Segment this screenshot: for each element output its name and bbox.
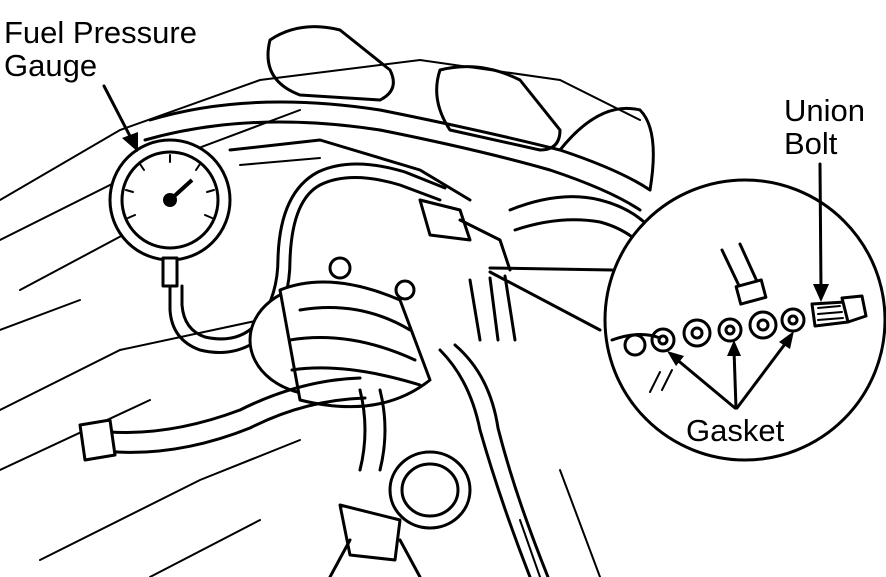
- lower-hoses: [78, 343, 550, 577]
- detail-inset: [488, 178, 886, 462]
- gauge-label-line-2: Gauge: [4, 48, 98, 83]
- gasket-arrows: [667, 331, 794, 410]
- fuel-pressure-gauge: [108, 138, 447, 354]
- union-bolt: [810, 294, 868, 328]
- gauge-pointer-arrow: [102, 84, 138, 152]
- fuel-pressure-gauge-label: Fuel Pressure Gauge: [4, 16, 197, 82]
- fuel-filter: [248, 256, 432, 409]
- gasket-label: Gasket: [686, 413, 785, 448]
- engine-background: [0, 25, 641, 577]
- union-label-line-1: Union: [784, 93, 865, 128]
- union-bolt-label: Union Bolt: [784, 94, 865, 160]
- pressure-regulator: [328, 450, 472, 577]
- union-label-line-2: Bolt: [784, 126, 838, 161]
- gauge-label-line-1: Fuel Pressure: [4, 15, 197, 50]
- union-bolt-arrow: [813, 162, 829, 302]
- gasket-stack: [650, 307, 806, 353]
- upper-hoses: [143, 100, 655, 212]
